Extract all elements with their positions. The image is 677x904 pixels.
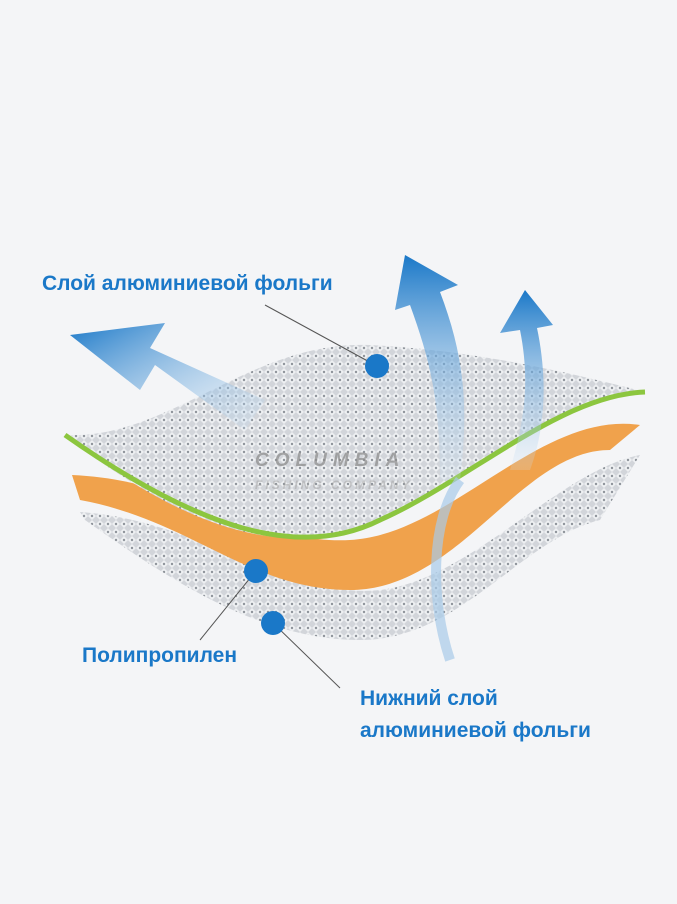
arrow-middle-icon <box>395 255 465 480</box>
arrow-left-icon <box>70 323 265 430</box>
marker-polypropylene <box>244 559 268 583</box>
marker-bottom-foil <box>261 611 285 635</box>
bottom-foil-layer <box>80 455 640 640</box>
green-edge <box>63 389 646 540</box>
marker-top-foil <box>365 354 389 378</box>
watermark-logo: COLUMBIA <box>255 450 406 471</box>
label-top-foil: Слой алюминиевой фольги <box>42 272 333 295</box>
airflow-curve <box>431 477 465 662</box>
label-bottom-foil-line2: алюминиевой фольги <box>360 719 591 742</box>
label-polypropylene: Полипропилен <box>82 644 238 667</box>
arrow-right-icon <box>500 290 553 470</box>
polypropylene-layer <box>72 423 640 590</box>
watermark-subtitle: FISHING COMPANY <box>255 478 413 492</box>
label-bottom-foil-line1: Нижний слой <box>360 687 498 710</box>
